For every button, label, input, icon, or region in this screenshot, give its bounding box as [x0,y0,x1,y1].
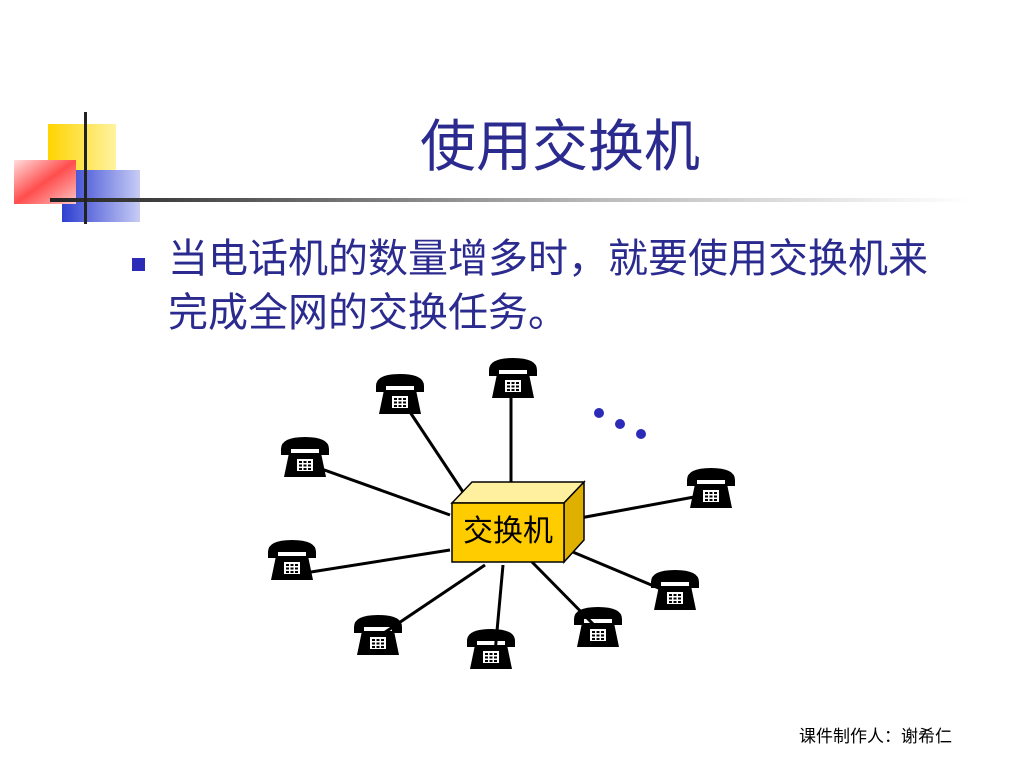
link-line [579,493,706,520]
telephone-icon [281,437,329,477]
deco-red-square [14,160,76,204]
telephone-icon [268,540,316,580]
link-line [291,548,451,577]
ellipsis-dots-icon [594,408,646,439]
slide-title: 使用交换机 [420,115,700,180]
telephone-icon [651,570,699,610]
bullet-text: 当电话机的数量增多时，就要使用交换机来完成全网的交换任务。 [168,236,928,336]
telephone-icon [354,615,402,655]
title-rule [50,198,970,202]
telephone-icon [574,607,622,647]
switch-network-diagram: 交换机 [268,358,735,669]
telephone-icon [489,358,537,398]
link-line [301,460,451,517]
author-credit: 课件制作人：谢希仁 [799,727,952,747]
switch-box [450,480,586,564]
switch-label: 交换机 [463,514,553,549]
bullet-square-icon [132,258,145,271]
telephone-icon [376,374,424,414]
telephone-icon [687,468,735,508]
deco-vertical-line [84,112,87,224]
title-decoration [14,112,970,224]
telephone-icon [467,629,515,669]
